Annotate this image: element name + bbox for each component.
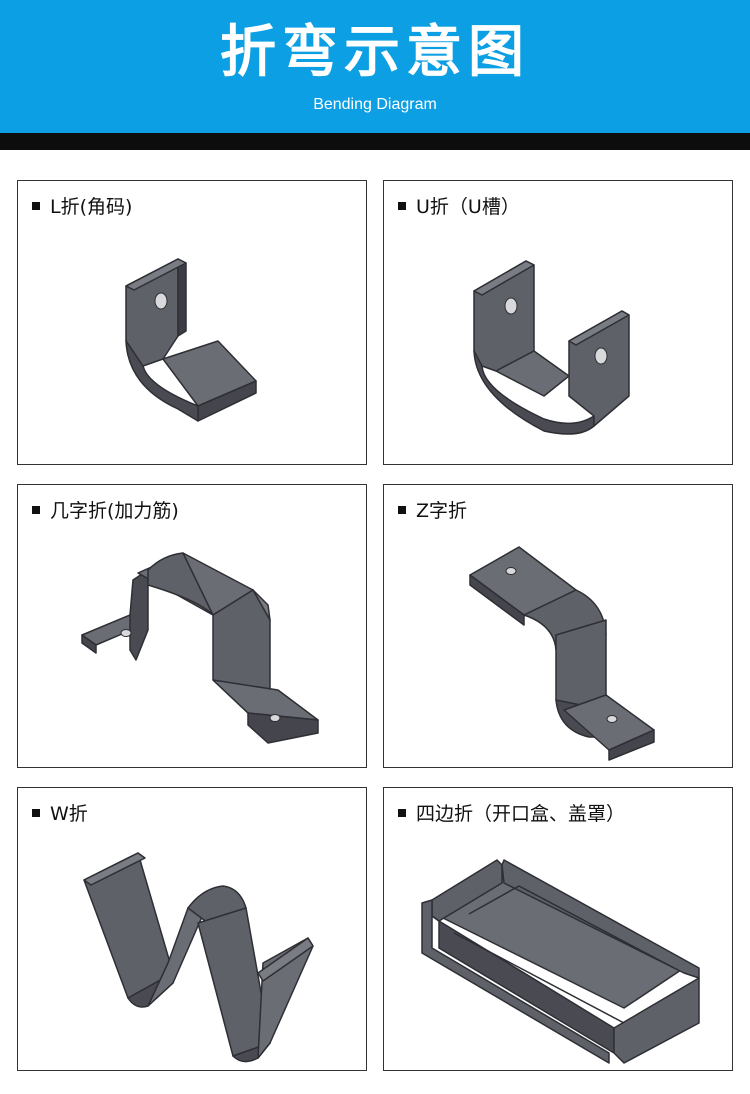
header-divider-band <box>0 133 750 150</box>
bullet-icon <box>32 809 40 817</box>
hat-bend-icon <box>81 552 319 744</box>
card-open-box: 四边折（开口盒、盖罩） <box>383 787 733 1071</box>
w-bend-icon <box>83 852 314 1063</box>
u-channel-icon <box>473 260 630 435</box>
bullet-icon <box>398 506 406 514</box>
card-label: Z字折 <box>398 499 467 523</box>
card-label: W折 <box>32 802 88 826</box>
card-w-bend: W折 <box>17 787 367 1071</box>
card-label: 四边折（开口盒、盖罩） <box>398 802 625 826</box>
card-z-bend: Z字折 <box>383 484 733 768</box>
bullet-icon <box>32 202 40 210</box>
bullet-icon <box>398 809 406 817</box>
card-l-bend: L折(角码) <box>17 180 367 465</box>
page-title: 折弯示意图 <box>220 20 530 85</box>
card-label: 几字折(加力筋) <box>32 499 179 523</box>
header-banner: 折弯示意图 Bending Diagram <box>0 0 750 133</box>
card-label: U折（U槽） <box>398 195 520 219</box>
l-bend-bracket-icon <box>125 258 257 422</box>
bullet-icon <box>32 506 40 514</box>
z-bend-icon <box>469 546 655 761</box>
card-label: L折(角码) <box>32 195 132 219</box>
open-box-icon <box>421 859 700 1064</box>
card-hat-bend: 几字折(加力筋) <box>17 484 367 768</box>
bullet-icon <box>398 202 406 210</box>
card-u-channel: U折（U槽） <box>383 180 733 465</box>
page-subtitle: Bending Diagram <box>313 96 437 113</box>
